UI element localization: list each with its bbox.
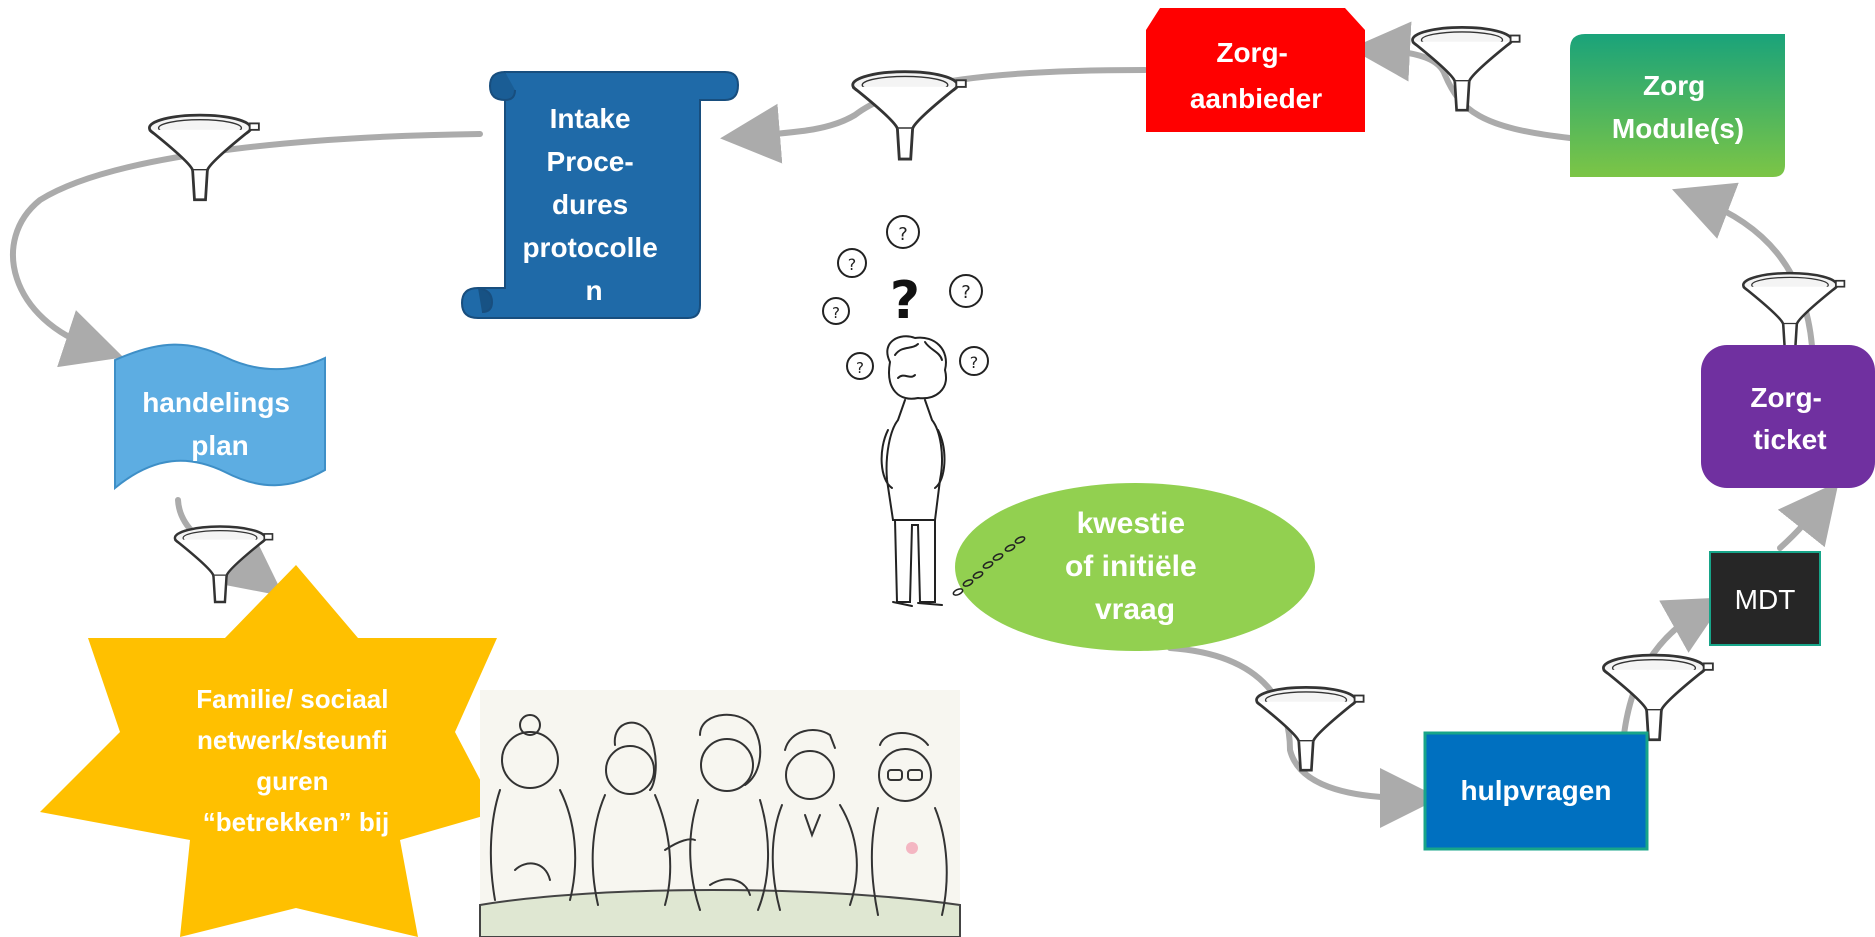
thinking-person-illustration: ? ? ? ? ? ? ? [822, 215, 1026, 607]
node-mdt: MDT [1709, 551, 1821, 646]
node-intake-procedures: Intake Proce- dures protocolle n [460, 71, 740, 319]
handelingsplan-label: handelings plan [142, 387, 298, 461]
label-line: Intake [550, 103, 631, 134]
label-line: protocolle [522, 232, 657, 263]
question-mark: ? [970, 353, 979, 372]
question-marks: ? ? ? ? ? ? ? [822, 215, 989, 380]
arrow-modules-to-zorgaanbieder [1350, 21, 1573, 141]
mdt-label: MDT [1735, 584, 1796, 615]
label-line: guren [256, 766, 328, 796]
zorgticket-label: Zorg- ticket [1750, 382, 1829, 455]
node-zorgticket: Zorg- ticket [1701, 345, 1875, 488]
label-line: Zorg- [1216, 37, 1288, 68]
question-mark: ? [848, 255, 857, 274]
zorgaanbieder-label: Zorg- aanbieder [1190, 37, 1322, 114]
arrow-kwestie-to-hulpvragen [1167, 645, 1440, 828]
question-mark: ? [898, 224, 908, 245]
label-line: handelings [142, 387, 290, 418]
family-meeting-illustration [479, 690, 961, 937]
familie-label: Familie/ sociaal netwerk/steunfi guren “… [196, 684, 395, 837]
intake-label: Intake Proce- dures protocolle n [522, 103, 665, 306]
label-line: Zorg [1643, 70, 1705, 101]
funnel-icon [1602, 653, 1715, 742]
node-zorg-modules: Zorg Module(s) [1570, 34, 1785, 177]
label-line: dures [552, 189, 628, 220]
zorgmodules-label: Zorg Module(s) [1612, 70, 1744, 144]
arrow-zorgticket-to-modules [1672, 182, 1815, 349]
funnel-icon [1255, 686, 1365, 772]
label-line: n [585, 275, 602, 306]
label-line: of initiële [1065, 550, 1197, 583]
funnel-icon [1411, 26, 1521, 112]
label-line: netwerk/steunfi [197, 725, 388, 755]
label-line: Module(s) [1612, 113, 1744, 144]
question-mark: ? [832, 304, 840, 322]
label-line: ticket [1753, 424, 1826, 455]
label-line: vraag [1095, 593, 1175, 626]
label-line: Proce- [547, 146, 634, 177]
label-line: kwestie [1077, 507, 1185, 540]
label-line: MDT [1735, 584, 1796, 615]
node-familie: Familie/ sociaal netwerk/steunfi guren “… [40, 565, 497, 937]
node-kwestie: kwestie of initiële vraag [955, 483, 1315, 651]
node-zorgaanbieder: Zorg- aanbieder [1146, 8, 1365, 132]
node-handelingsplan: handelings plan [114, 343, 326, 491]
label-line: aanbieder [1190, 83, 1322, 114]
label-line: Zorg- [1750, 382, 1822, 413]
funnel-icon [1741, 271, 1846, 353]
question-mark: ? [856, 359, 864, 377]
hulpvragen-label: hulpvragen [1461, 775, 1612, 806]
funnel-icon [851, 70, 968, 161]
kwestie-label: kwestie of initiële vraag [1065, 507, 1205, 626]
arrow-intake-to-handelingsplan [10, 131, 483, 368]
funnel-icon [173, 525, 274, 604]
arrow-mdt-to-zorgticket [1777, 481, 1839, 551]
label-line: “betrekken” bij [203, 807, 389, 837]
label-line: plan [191, 430, 249, 461]
question-mark: ? [961, 282, 971, 303]
label-line: Familie/ sociaal [196, 684, 388, 714]
question-mark: ? [890, 271, 920, 331]
node-hulpvragen: hulpvragen [1423, 731, 1649, 851]
footprints [952, 536, 1026, 596]
label-line: hulpvragen [1461, 775, 1612, 806]
